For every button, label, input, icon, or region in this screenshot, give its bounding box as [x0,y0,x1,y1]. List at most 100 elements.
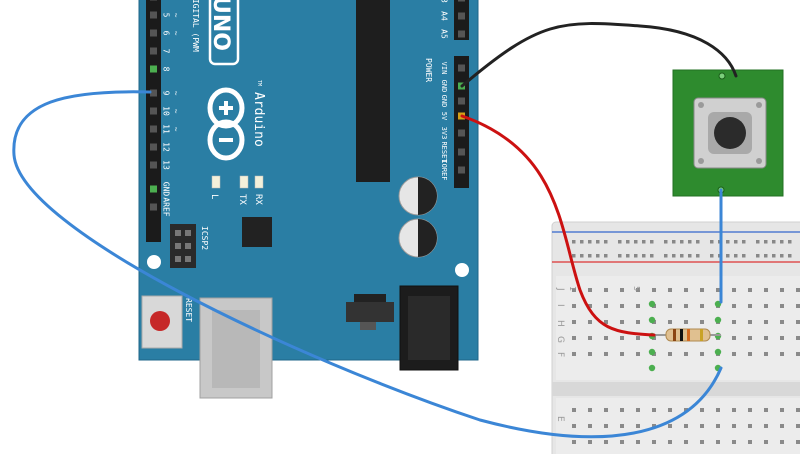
rail-hole [710,240,714,244]
breadboard-hole [732,408,736,412]
analog-pin-a3 [458,0,465,2]
analog-header [454,0,469,40]
analog-pin-label: A5 [440,29,449,39]
power-pin-vin [458,64,465,72]
breadboard-hole [796,440,800,444]
rail-hole [572,254,576,258]
connected-hole [648,364,656,372]
power-pin-label: GND [440,95,448,108]
power-pin-label: VIN [440,62,448,75]
rail-hole [764,254,768,258]
pin-labels: 45~6~789~10~11~1213GNDAREFA3A4A5VINGNDGN… [162,0,449,217]
breadboard-hole [604,424,608,428]
breadboard-hole [748,336,752,340]
breadboard-hole [796,336,800,340]
power-pin-label: IOREF [440,159,448,180]
breadboard-hole [572,424,576,428]
rail-hole [726,254,730,258]
rail-hole [588,240,592,244]
reset-button-cap[interactable] [150,311,170,331]
breadboard-hole [764,408,768,412]
breadboard-hole [796,352,800,356]
arduino-board: DIGITAL (PWM UNO Arduino TM L TX RX ICSP… [138,0,479,399]
digital-pin-gnd [150,185,157,193]
breadboard-hole [588,408,592,412]
breadboard-hole [780,408,784,412]
row-letter-h: H [555,320,565,327]
power-pin-reset [458,148,465,156]
breadboard-hole [588,424,592,428]
breadboard-hole [780,440,784,444]
breadboard-hole [572,288,576,292]
digital-header-label: DIGITAL (PWM [191,0,200,52]
digital-header [146,0,161,242]
rail-hole [596,254,600,258]
pwm-tilde-mark: ~ [172,31,181,36]
breadboard-hole [572,352,576,356]
breadboard-hole [620,424,624,428]
breadboard-hole [732,288,736,292]
rail-hole [650,240,654,244]
breadboard-hole [636,320,640,324]
breadboard-hole [732,440,736,444]
rail-hole [626,240,630,244]
row-letter-j: J [555,287,565,291]
rail-hole [780,240,784,244]
power-pin-3v3 [458,129,465,137]
breadboard-hole [684,408,688,412]
breadboard-hole [716,440,720,444]
breadboard-hole [668,320,672,324]
rail-hole [788,254,792,258]
breadboard-hole [764,336,768,340]
button-plunger[interactable] [714,117,746,149]
digital-pin-label: 12 [162,142,171,152]
icsp-pin [185,256,191,262]
breadboard-hole [636,304,640,308]
breadboard-hole [684,440,688,444]
breadboard-hole [780,320,784,324]
breadboard-hole [604,288,608,292]
breadboard-hole [636,440,640,444]
rail-hole [780,254,784,258]
breadboard-hole [620,304,624,308]
breadboard-hole [636,424,640,428]
rail-hole [772,240,776,244]
breadboard-hole [748,440,752,444]
breadboard: F G H I J E 1 5 [551,221,800,454]
breadboard-hole [780,336,784,340]
breadboard-hole [716,424,720,428]
breadboard-hole [732,352,736,356]
breadboard-hole [796,424,800,428]
arduino-infinity-logo [207,87,245,161]
wires [12,22,738,439]
button-corner [756,158,762,164]
rail-hole [742,254,746,258]
voltage-regulator-tab [354,294,386,304]
breadboard-hole [748,288,752,292]
breadboard-hole [700,352,704,356]
rail-hole [772,254,776,258]
breadboard-hole [684,424,688,428]
power-pin-label: 5V [440,112,448,121]
breadboard-hole [620,288,624,292]
icsp-pin [175,256,181,262]
connected-hole [648,316,656,324]
arduino-brand-label: Arduino [251,92,266,147]
digital-pin-13 [150,161,157,169]
rail-hole [618,240,622,244]
reset-label: RESET [184,298,193,322]
breadboard-hole [636,336,640,340]
breadboard-hole [748,408,752,412]
digital-pin-7 [150,47,157,55]
button-corner [698,158,704,164]
rail-hole [596,240,600,244]
digital-pin-label: 13 [162,160,171,170]
rail-hole [604,240,608,244]
power-pin-label: 3V3 [440,127,448,140]
breadboard-hole [572,440,576,444]
breadboard-hole [620,408,624,412]
digital-pin-aref [150,203,157,211]
wire-black-gnd [460,22,738,88]
pwm-tilde-mark: ~ [172,109,181,114]
